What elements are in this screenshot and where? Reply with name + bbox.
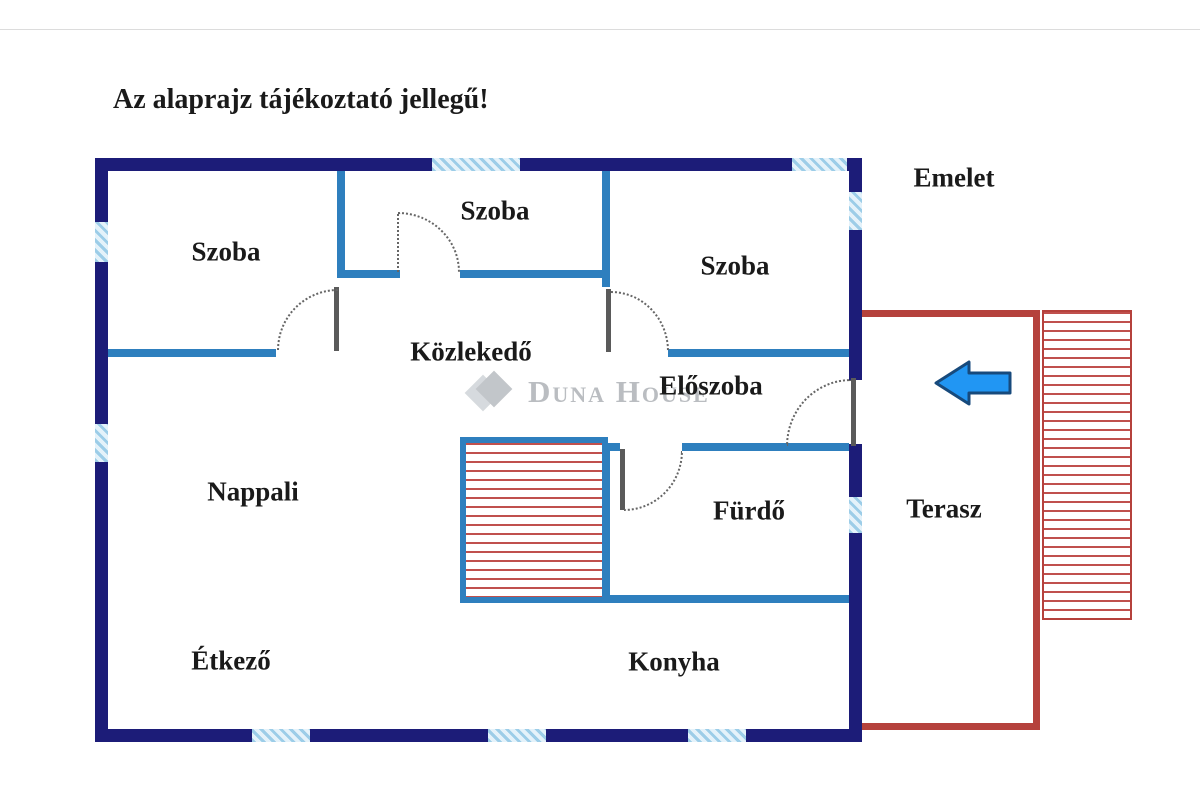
duna-house-logo-icon <box>464 370 514 412</box>
inner-wall <box>602 443 620 451</box>
inner-wall <box>602 595 849 603</box>
disclaimer-text: Az alaprajz tájékoztató jellegű! <box>113 84 489 115</box>
inner-wall <box>337 171 345 278</box>
door-leaf <box>851 378 856 446</box>
room-label-nappali: Nappali <box>207 476 299 507</box>
room-label-szoba-left: Szoba <box>191 236 261 267</box>
window <box>849 192 862 230</box>
door-swing-leaf <box>397 214 399 272</box>
room-label-terasz: Terasz <box>906 493 982 524</box>
room-label-furdo: Fürdő <box>712 495 786 526</box>
room-label-eloszoba: Előszoba <box>659 370 763 401</box>
watermark-brand-text: Duna House <box>528 374 710 409</box>
door-leaf <box>620 449 625 510</box>
floor-label-emelet: Emelet <box>913 162 995 193</box>
room-label-konyha: Konyha <box>628 646 720 677</box>
door-leaf <box>606 289 611 352</box>
staircase-interior <box>460 437 608 603</box>
inner-wall <box>460 270 610 278</box>
watermark: Duna House <box>464 370 710 412</box>
inner-wall <box>602 171 610 287</box>
inner-wall <box>668 349 849 357</box>
inner-wall <box>337 270 400 278</box>
entrance-arrow-icon <box>933 360 1013 411</box>
window <box>792 158 847 171</box>
inner-wall <box>108 349 276 357</box>
top-divider-line <box>0 29 1200 30</box>
inner-wall <box>682 443 849 451</box>
room-label-szoba-top: Szoba <box>460 195 530 226</box>
window <box>688 729 746 742</box>
window <box>849 497 862 533</box>
room-label-kozlekedo: Közlekedő <box>410 336 532 367</box>
window <box>488 729 546 742</box>
room-label-etkezo: Étkező <box>191 645 271 676</box>
window <box>95 424 108 462</box>
window <box>95 222 108 262</box>
window <box>432 158 520 171</box>
window <box>252 729 310 742</box>
staircase-exterior <box>1042 310 1132 620</box>
room-label-szoba-right: Szoba <box>700 250 770 281</box>
